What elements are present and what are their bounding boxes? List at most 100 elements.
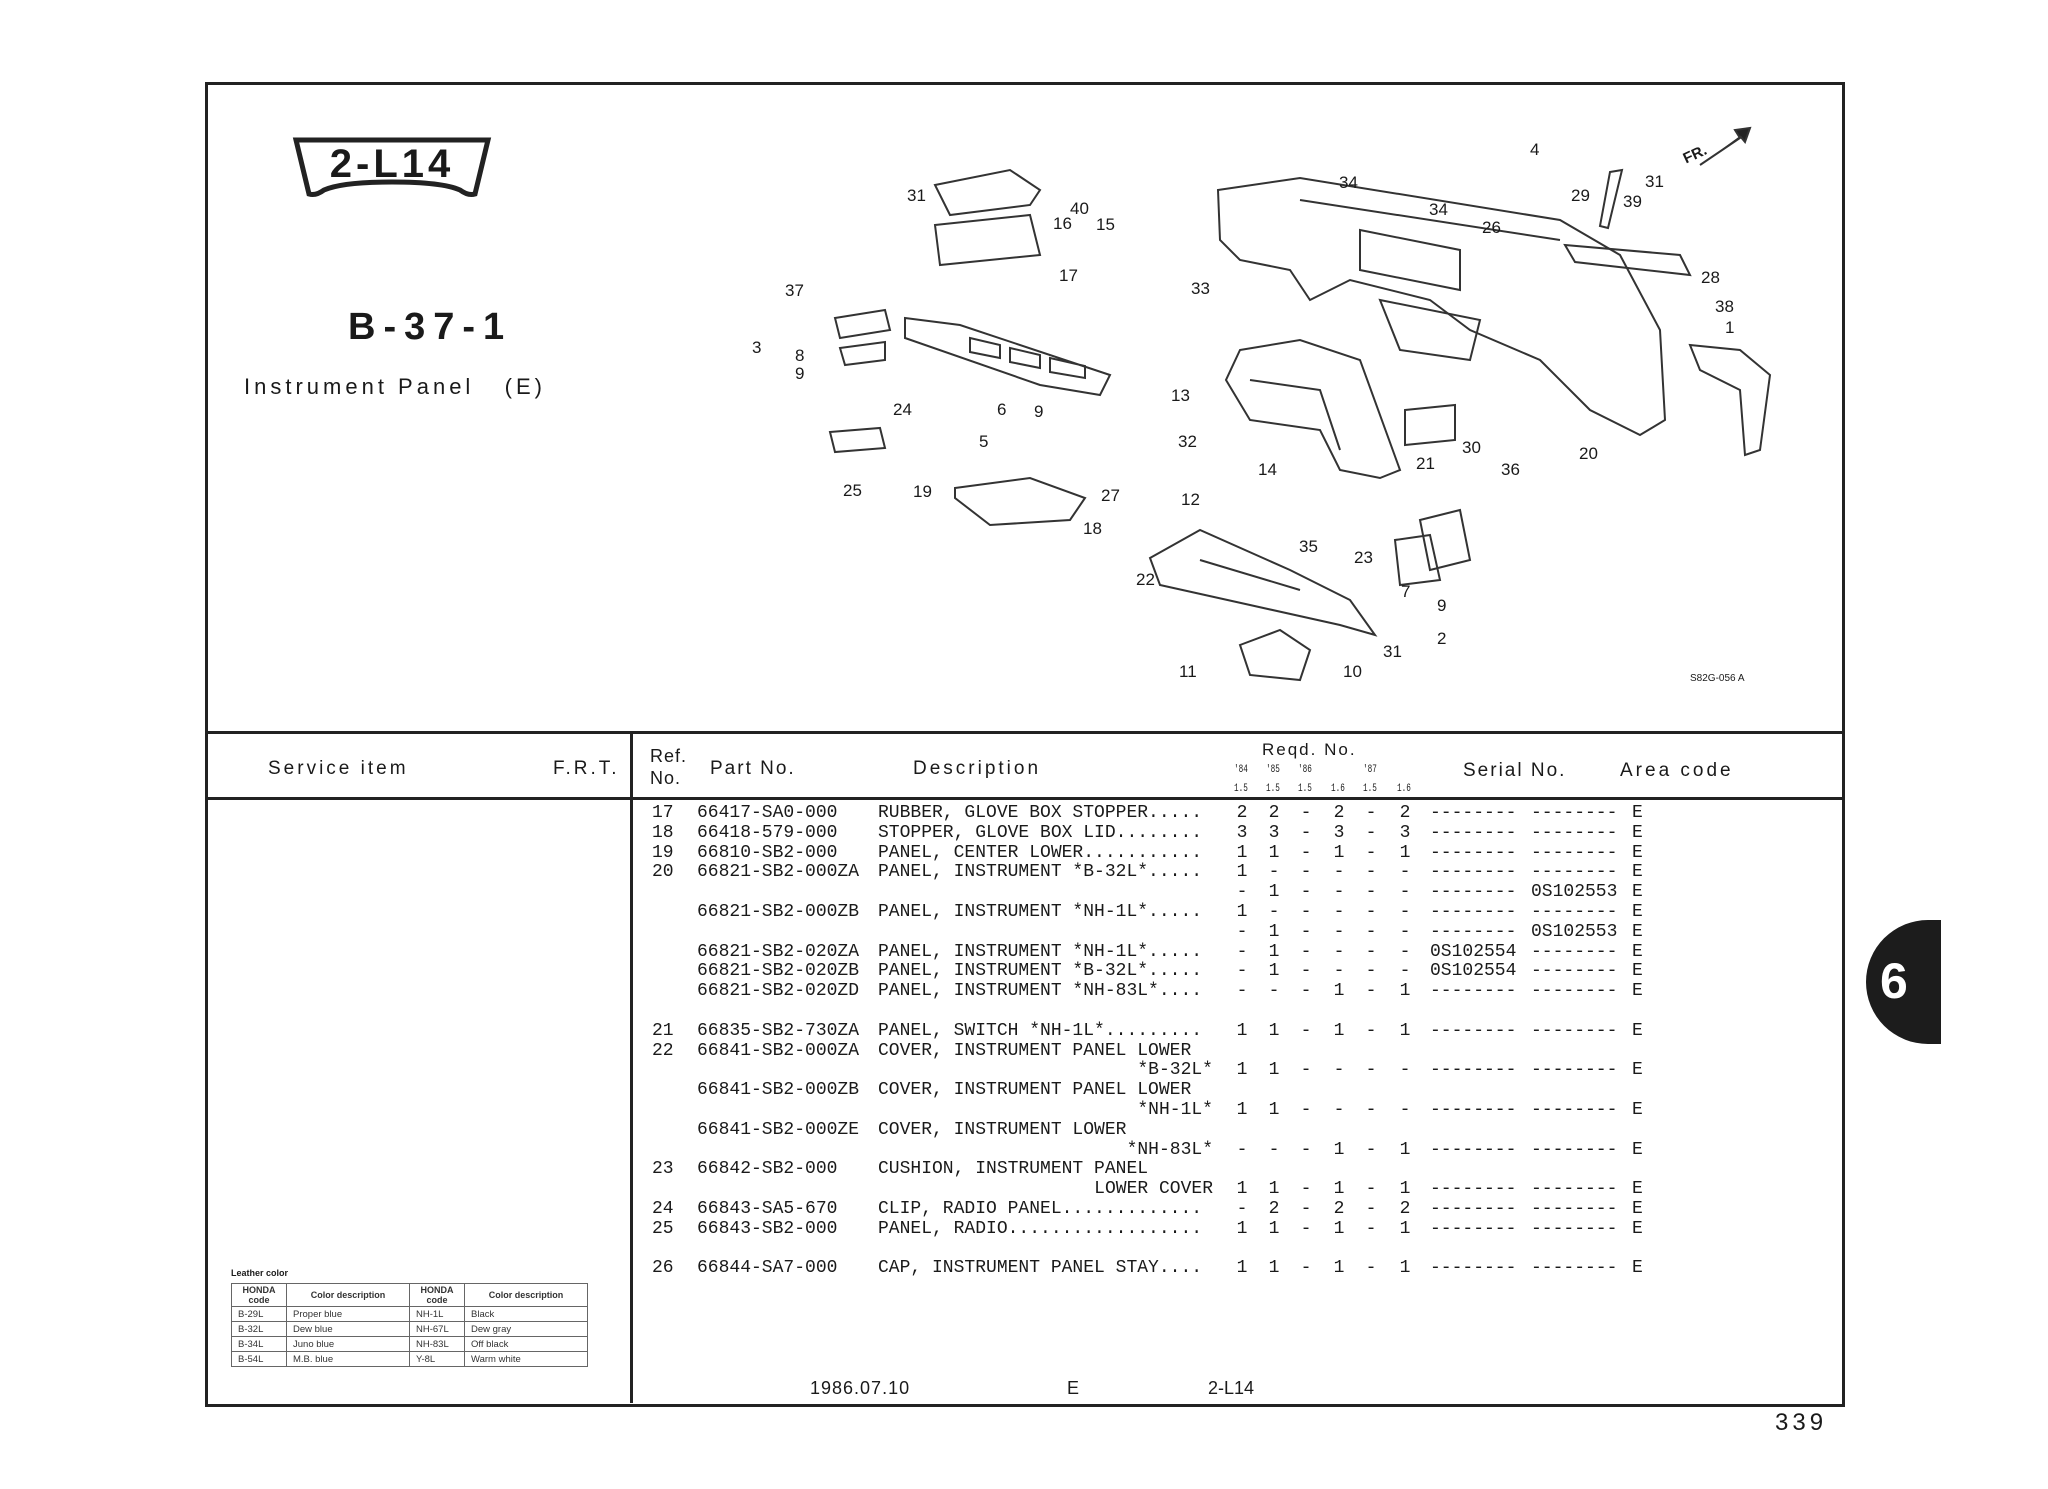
- serial-from: --------: [1430, 842, 1517, 863]
- required-qty: -: [1268, 1139, 1280, 1160]
- part-number: 66842-SB2-000: [697, 1159, 838, 1180]
- footer-area: E: [1067, 1378, 1080, 1398]
- part-number: 66843-SA5-670: [697, 1199, 838, 1219]
- required-qty: 1: [1236, 862, 1248, 883]
- area-code: E: [1632, 1258, 1643, 1279]
- ref-no-header-1: Ref.: [650, 746, 688, 766]
- callout: 27: [1101, 486, 1120, 505]
- color-description: Dew blue: [286, 1321, 410, 1337]
- part-number: 66821-SB2-020ZA: [697, 941, 860, 962]
- description: *B-32L*: [1137, 1060, 1213, 1081]
- serial-to: --------: [1531, 1139, 1618, 1160]
- part-number: 66841-SB2-000ZE: [697, 1119, 860, 1140]
- callout: 35: [1299, 537, 1318, 556]
- required-qty: 3: [1399, 822, 1411, 843]
- serial-to: --------: [1531, 1100, 1618, 1120]
- part-number: 66821-SB2-020ZD: [697, 981, 860, 1002]
- color-description: Black: [464, 1306, 588, 1322]
- description: *NH-1L*: [1137, 1100, 1213, 1120]
- meter-hood-shape: [1224, 338, 1402, 480]
- divider-table-header: [205, 797, 1842, 800]
- description: PANEL, INSTRUMENT *NH-1L*.....: [878, 902, 1203, 922]
- required-qty: -: [1365, 1218, 1377, 1239]
- serial-to: --------: [1531, 1020, 1618, 1041]
- required-qty: -: [1333, 1060, 1345, 1081]
- serial-to: --------: [1531, 902, 1618, 922]
- area-code: E: [1632, 981, 1643, 1002]
- required-qty: -: [1333, 961, 1345, 982]
- required-qty: 1: [1236, 1020, 1248, 1041]
- callout: 22: [1136, 570, 1155, 589]
- honda-code: NH-83L: [409, 1336, 465, 1352]
- description: COVER, INSTRUMENT PANEL LOWER: [878, 1080, 1192, 1101]
- callout: 34: [1339, 173, 1358, 192]
- ref-no: 20: [652, 862, 674, 883]
- group-code: B-37-1: [348, 306, 513, 348]
- required-qty: 2: [1333, 1199, 1345, 1219]
- required-qty: -: [1365, 803, 1377, 823]
- required-qty: -: [1365, 941, 1377, 962]
- description: CLIP, RADIO PANEL.............: [878, 1199, 1203, 1219]
- required-qty: -: [1365, 842, 1377, 863]
- callout: 9: [1437, 596, 1447, 615]
- required-qty: 1: [1268, 1179, 1280, 1200]
- required-qty: 1: [1236, 1100, 1248, 1120]
- area-code: E: [1632, 1218, 1643, 1239]
- required-qty: -: [1300, 941, 1312, 962]
- callout: 2: [1437, 629, 1447, 648]
- required-qty: 1: [1268, 882, 1280, 903]
- serial-from: --------: [1430, 1258, 1517, 1279]
- required-qty: -: [1236, 981, 1248, 1002]
- required-qty: -: [1300, 1218, 1312, 1239]
- serial-from: --------: [1430, 1020, 1517, 1041]
- callout: 28: [1701, 268, 1720, 287]
- required-qty: -: [1300, 1179, 1312, 1200]
- required-qty: -: [1300, 1258, 1312, 1279]
- serial-from: --------: [1430, 1199, 1517, 1219]
- ref-no: 26: [652, 1258, 674, 1279]
- serial-to: --------: [1531, 842, 1618, 863]
- group-title: Instrument Panel (E): [244, 374, 546, 400]
- required-qty: -: [1300, 981, 1312, 1002]
- color-description: Dew gray: [464, 1321, 588, 1337]
- required-qty: 1: [1399, 1218, 1411, 1239]
- required-qty: 1: [1268, 1218, 1280, 1239]
- description: PANEL, INSTRUMENT *B-32L*.....: [878, 961, 1203, 982]
- serial-to: --------: [1531, 803, 1618, 823]
- color-description: M.B. blue: [286, 1351, 410, 1367]
- required-qty: 1: [1333, 981, 1345, 1002]
- required-qty: -: [1268, 902, 1280, 922]
- required-qty: 1: [1268, 921, 1280, 942]
- description: COVER, INSTRUMENT PANEL LOWER: [878, 1040, 1192, 1061]
- required-qty: 1: [1236, 842, 1248, 863]
- serial-to: --------: [1531, 1258, 1618, 1279]
- honda-code: NH-67L: [409, 1321, 465, 1337]
- area-code: E: [1632, 1100, 1643, 1120]
- required-qty: -: [1365, 822, 1377, 843]
- callout: 11: [1179, 662, 1197, 681]
- serial-to: --------: [1531, 1218, 1618, 1239]
- required-qty: -: [1365, 1139, 1377, 1160]
- description: RUBBER, GLOVE BOX STOPPER.....: [878, 803, 1203, 823]
- required-qty: -: [1236, 1139, 1248, 1160]
- callout: 23: [1354, 548, 1373, 567]
- area-code: E: [1632, 822, 1643, 843]
- description-header: Description: [913, 758, 1042, 779]
- description: PANEL, SWITCH *NH-1L*.........: [878, 1020, 1203, 1041]
- leather-color-label: Leather color: [231, 1268, 289, 1278]
- description: *NH-83L*: [1126, 1139, 1213, 1160]
- serial-to: --------: [1531, 981, 1618, 1002]
- required-qty: -: [1365, 1179, 1377, 1200]
- description: CUSHION, INSTRUMENT PANEL: [878, 1159, 1149, 1180]
- required-qty: -: [1399, 882, 1411, 903]
- required-qty: 1: [1268, 1020, 1280, 1041]
- page-number: 339: [1775, 1409, 1828, 1436]
- required-qty: -: [1365, 961, 1377, 982]
- instrument-panel-shape: [1216, 176, 1667, 437]
- required-qty: 1: [1333, 1020, 1345, 1041]
- serial-from: --------: [1430, 822, 1517, 843]
- part-number: 66418-579-000: [697, 822, 838, 843]
- callout: 6: [997, 400, 1007, 419]
- required-qty: 2: [1268, 1199, 1280, 1219]
- engine-header: 1.5: [1266, 783, 1280, 795]
